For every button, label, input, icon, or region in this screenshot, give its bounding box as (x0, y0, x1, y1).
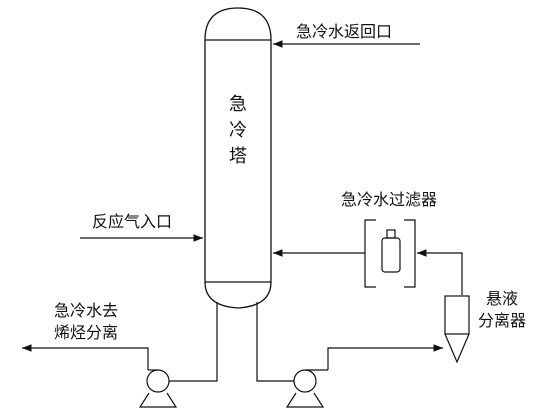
left-pump (138, 369, 178, 408)
tower-label-char: 急 (229, 94, 247, 115)
outlet-label-line: 急冷水去 (54, 301, 119, 320)
tower-to-right-pump-line (256, 302, 294, 382)
right-pump (285, 369, 328, 408)
outlet-label-line: 烯烃分离 (54, 323, 119, 342)
quench-water-outlet-arrow (22, 344, 149, 370)
filter-label: 急冷水过滤器 (341, 190, 438, 209)
tower-label-char: 塔 (229, 146, 247, 167)
return-inlet-label: 急冷水返回口 (296, 22, 393, 41)
separator-label-line: 悬液 (486, 289, 519, 308)
quench-tower (204, 7, 272, 309)
tower-to-left-pump-line (169, 302, 218, 382)
outlet-label: 急冷水去 烯烃分离 (54, 300, 118, 344)
tower-label: 急 冷 塔 (226, 92, 250, 170)
suspension-separator (444, 295, 470, 364)
separator-label-line: 分离器 (478, 311, 527, 330)
filter-symbol (364, 219, 416, 288)
separator-to-filter-line (417, 249, 463, 295)
pump-to-separator-arrow (327, 344, 443, 370)
tower-label-char: 冷 (229, 120, 247, 141)
reactor-gas-inlet-label: 反应气入口 (92, 212, 173, 231)
separator-label: 悬液 分离器 (478, 288, 526, 332)
